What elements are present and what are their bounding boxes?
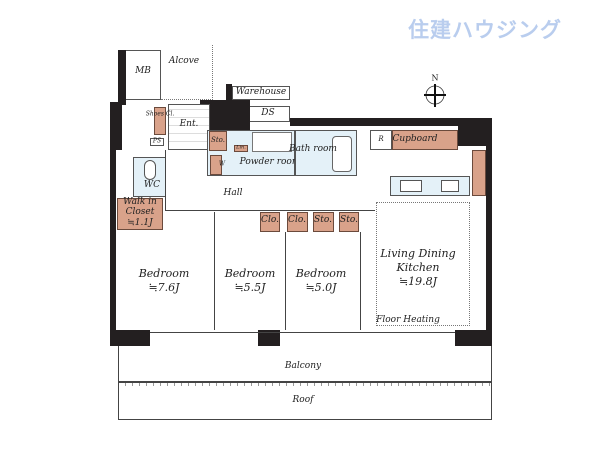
label-bedroom2: Bedroom — [224, 266, 276, 280]
label-sto1: Sto. — [314, 215, 332, 226]
washer — [210, 155, 222, 175]
cupboard — [392, 130, 458, 150]
label-bedroom1: Bedroom — [138, 266, 190, 280]
label-cupboard: Cupboard — [392, 134, 438, 145]
wall — [455, 330, 492, 346]
label-ldk-size: ≒19.8J — [398, 274, 438, 288]
label-clo2: Clo. — [288, 215, 306, 226]
sink — [252, 132, 292, 152]
label-roof: Roof — [292, 395, 314, 406]
compass-north-label: N — [431, 73, 439, 83]
ps — [150, 138, 164, 146]
wall — [110, 150, 116, 345]
walk-in-closet — [117, 198, 163, 230]
company-logo: 住建ハウジング — [408, 18, 562, 42]
wall — [118, 50, 126, 105]
wall — [458, 118, 492, 146]
room-alcove — [161, 45, 213, 100]
wall — [110, 330, 150, 346]
room-entrance — [168, 104, 210, 150]
storage-1 — [313, 212, 334, 232]
label-warehouse: Warehouse — [235, 87, 287, 98]
label-balcony: Balcony — [284, 361, 322, 372]
label-wc: WC — [143, 180, 161, 191]
label-sto-ent: Sto. — [211, 136, 225, 145]
wall — [110, 102, 122, 150]
storage-ent — [209, 131, 227, 151]
toilet — [144, 160, 156, 180]
storage-2 — [339, 212, 359, 232]
label-lin: Lin. — [236, 144, 246, 151]
wall — [258, 330, 280, 346]
label-r: R — [378, 135, 384, 144]
label-sto2: Sto. — [340, 215, 358, 226]
label-bedroom1-size: ≒7.6J — [148, 280, 180, 294]
room-warehouse — [232, 86, 290, 100]
label-w: W — [218, 160, 226, 168]
label-ps: PS — [152, 137, 162, 145]
label-bath: Bath room — [289, 144, 337, 155]
label-clo1: Clo. — [261, 215, 279, 226]
shoes-closet — [154, 107, 166, 135]
balcony — [118, 346, 492, 382]
label-powder: Powder room — [239, 157, 301, 168]
compass-icon: N — [420, 73, 450, 110]
label-ldk-2: Kitchen — [396, 260, 440, 274]
closet-1 — [260, 212, 280, 232]
label-ent: Ent. — [179, 119, 199, 130]
fridge-space — [370, 130, 392, 150]
linen-closet — [234, 145, 248, 152]
roof — [118, 382, 492, 420]
label-shoes: Shoes Cl. — [145, 110, 175, 118]
label-floor-heating: Floor Heating — [376, 315, 440, 326]
label-bedroom3-size: ≒5.0J — [305, 280, 337, 294]
label-ds: DS — [261, 108, 275, 119]
wall — [290, 118, 460, 126]
label-walkin: Walk in Closet — [123, 197, 157, 217]
kitchen-sink — [400, 180, 422, 192]
kitchen-side-cabinet — [472, 150, 486, 196]
bathtub — [332, 136, 352, 172]
label-walkin-size: ≒1.1J — [127, 218, 153, 229]
closet-2 — [287, 212, 308, 232]
wall — [486, 146, 492, 346]
label-alcove: Alcove — [168, 56, 200, 67]
label-hall: Hall — [223, 188, 243, 199]
label-bedroom2-size: ≒5.5J — [234, 280, 266, 294]
label-mb: MB — [135, 66, 151, 77]
stove — [441, 180, 459, 192]
label-bedroom3: Bedroom — [295, 266, 347, 280]
floor-heating-area — [376, 202, 470, 326]
label-ldk-1: Living Dining — [380, 246, 456, 260]
